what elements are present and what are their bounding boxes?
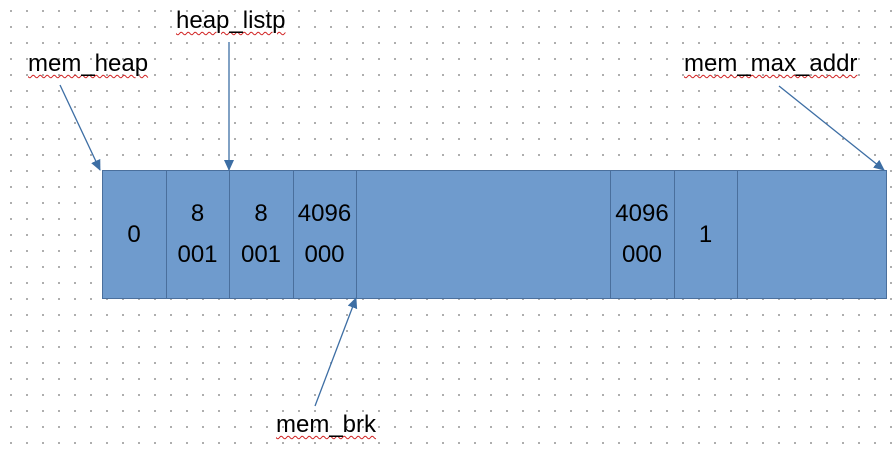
heap-cell-7 [737,170,886,298]
heap-cell-rect [293,170,357,299]
mem-heap-arrow [59,84,101,171]
mem-brk-label: mem_brk [276,411,377,438]
heap-cell-rect [737,170,887,299]
heap-cell-text: 8 [190,200,205,227]
heap-cell-rect [610,170,675,299]
heap-cell-rect [356,170,611,299]
heap-cell-text: 0 [127,220,141,248]
heap-cell-text: 4096 [297,200,352,227]
heap-cell-text: 001 [177,241,218,268]
heap-cell-1: 8 001 [166,170,229,298]
heap-cell-rect [674,170,738,299]
heap-cell-4 [356,170,610,298]
heap-cell-text: 001 [240,241,282,268]
heap-cell-text: 000 [621,241,663,268]
heap-cell-text: 8 [254,200,268,227]
heap-cell-rect [166,170,230,299]
heap-cell-text: 4096 [615,200,669,227]
heap-cell-2: 8 001 [229,170,293,298]
mem-max-addr-label: mem_max_addr [684,50,858,77]
heap-cell-3: 4096 000 [293,170,356,298]
heap-cell-6: 1 [674,170,737,298]
heap-cell-0: 0 [102,170,166,298]
mem-brk-arrow [314,297,358,407]
heap-cell-5: 4096 000 [610,170,674,298]
mem-max-addr-arrow [778,85,885,171]
heap-block-array [102,170,887,299]
mem-heap-label: mem_heap [28,50,149,77]
heap-cell-text: 000 [304,241,345,268]
heap-cell-text: 1 [698,220,713,248]
heap-listp-label: heap_listp [176,7,286,34]
heap-cell-rect [102,170,167,299]
heap-cell-rect [229,170,294,299]
